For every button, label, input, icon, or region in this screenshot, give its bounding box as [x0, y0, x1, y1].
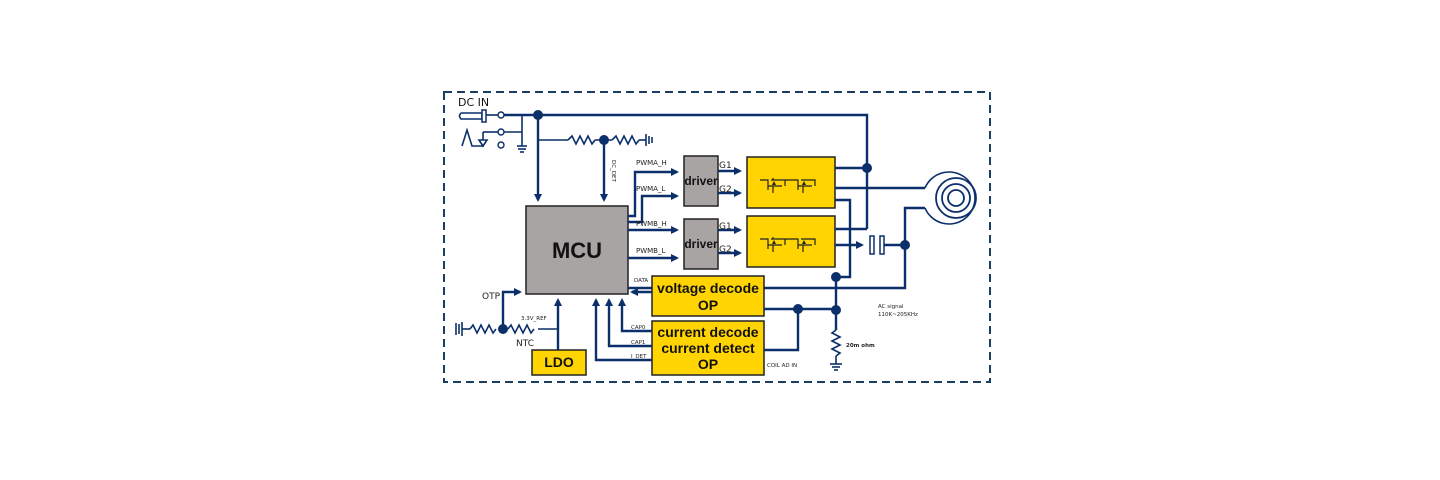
- supply-rail: [504, 113, 869, 168]
- ldo-label: LDO: [544, 354, 574, 370]
- g1-b-label: G1: [719, 222, 732, 232]
- pwma-h-label: PWMA_H: [636, 159, 667, 167]
- pwma-h-wire: [628, 168, 679, 218]
- ref-resistor: [507, 323, 535, 335]
- driver-b-block: [683, 218, 719, 270]
- data-label: DATA: [634, 278, 648, 284]
- cap0-wire: [618, 298, 652, 333]
- i-det-wire: [592, 298, 652, 362]
- resistor-divider-top: [567, 134, 596, 146]
- junction-node: [498, 324, 508, 334]
- ref-label: 3.3V_REF: [521, 316, 547, 322]
- mosfet-pair-icon: [760, 178, 816, 193]
- cap1-label: CAP1: [631, 340, 645, 346]
- dc-det-label: DC_DET: [610, 160, 616, 183]
- pwmb-h-label: PWMB_H: [636, 220, 667, 228]
- coil-return-wire: [903, 206, 925, 245]
- current-decode-label-3: OP: [698, 356, 718, 372]
- current-decode-block: [651, 320, 765, 376]
- system-boundary: [443, 91, 991, 383]
- sense-resistor: [830, 329, 842, 357]
- current-decode-label-2: current detect: [661, 340, 755, 356]
- driver-a-block: [683, 155, 719, 207]
- cap0-label: CAP0: [631, 325, 646, 331]
- coil-ad-in-label: COIL AD IN: [767, 363, 797, 369]
- resonant-capacitor: [869, 235, 885, 255]
- i-det-label: I_DET: [631, 354, 647, 360]
- transmitter-coil-icon: [924, 171, 977, 225]
- dc-in-jack: DC IN: [458, 96, 505, 149]
- otp-label: OTP: [482, 292, 501, 302]
- ac-signal-label-2: 110K~205KHz: [878, 312, 918, 318]
- pwmb-l-label: PWMB_L: [636, 247, 665, 255]
- half-bridge-a-block: [746, 156, 836, 209]
- half-bridge-b-block: [746, 215, 836, 268]
- driver-b-label: driver: [684, 237, 718, 251]
- ac-signal-label-1: AC signal: [878, 304, 904, 310]
- dc-in-label: DC IN: [458, 96, 489, 109]
- mosfet-pair-icon: [760, 237, 816, 252]
- g2-a-label: G2: [719, 185, 732, 195]
- ground-symbol-dc: [504, 115, 527, 153]
- bridge-a-to-return: [835, 198, 852, 279]
- pwma-l-label: PWMA_L: [636, 185, 665, 193]
- voltage-decode-block: [651, 275, 765, 317]
- g1-a-label: G1: [719, 161, 732, 171]
- g2-b-label: G2: [719, 245, 732, 255]
- driver-a-label: driver: [684, 174, 718, 188]
- cap1-wire: [605, 298, 652, 348]
- pwma-l-wire: [628, 192, 679, 224]
- sense-resistor-label: 20m ohm: [846, 343, 875, 349]
- otp-wire: [501, 288, 522, 329]
- ntc-label: NTC: [516, 339, 534, 349]
- mcu-label: MCU: [552, 238, 602, 263]
- mcu-block: [525, 205, 629, 295]
- voltage-decode-label-1: voltage decode: [657, 280, 759, 296]
- ntc-resistor: [469, 323, 497, 335]
- voltage-decode-label-2: OP: [698, 297, 718, 313]
- current-decode-label-1: current decode: [657, 324, 758, 340]
- resistor-divider-bottom: [611, 134, 640, 146]
